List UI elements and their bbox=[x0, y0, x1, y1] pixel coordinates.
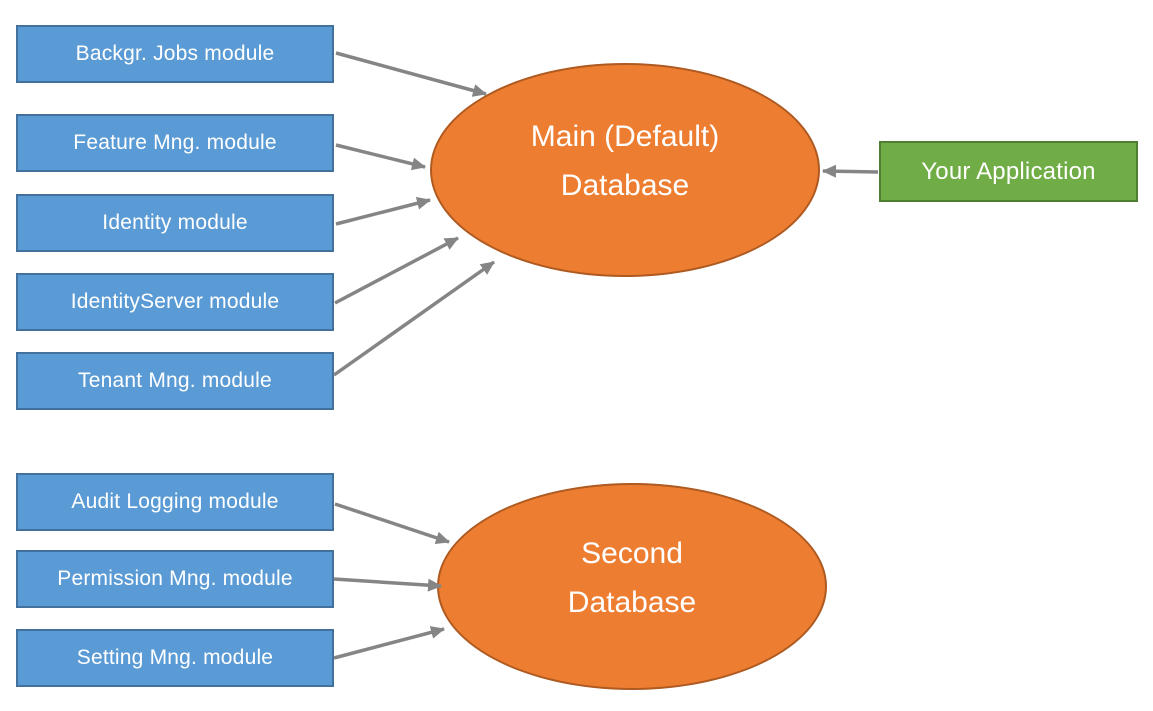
node-identity-module: Identity module bbox=[16, 194, 334, 252]
node-label: Tenant Mng. module bbox=[78, 369, 272, 392]
node-label: Identity module bbox=[102, 211, 248, 234]
database-label-line2: Database bbox=[560, 169, 690, 202]
arrow-feature-mng-to-main-database bbox=[335, 143, 426, 171]
arrow-audit-logging-to-second-database bbox=[334, 502, 450, 545]
node-your-application: Your Application bbox=[879, 141, 1138, 202]
arrow-setting-mng-to-second-database bbox=[333, 626, 445, 660]
node-permission-mng-module: Permission Mng. module bbox=[16, 550, 334, 608]
database-label: Second Database bbox=[568, 529, 696, 627]
node-tenant-mng-module: Tenant Mng. module bbox=[16, 352, 334, 410]
node-label: Audit Logging module bbox=[71, 490, 279, 513]
arrow-backgr-jobs-to-main-database bbox=[335, 51, 487, 97]
node-label: Your Application bbox=[921, 157, 1096, 185]
database-label-line1: Main (Default) bbox=[530, 120, 720, 153]
arrow-identity-to-main-database bbox=[335, 196, 431, 226]
node-label: IdentityServer module bbox=[70, 290, 280, 313]
database-label-line2: Database bbox=[567, 585, 697, 619]
node-backgr-jobs-module: Backgr. Jobs module bbox=[16, 25, 334, 83]
node-label: Feature Mng. module bbox=[73, 131, 277, 154]
arrow-permission-mng-to-second-database bbox=[333, 577, 442, 592]
node-label: Setting Mng. module bbox=[76, 646, 274, 669]
database-label: Main (Default) Database bbox=[531, 112, 719, 210]
arrow-tenant-mng-to-main-database bbox=[332, 260, 496, 377]
arrow-identityserver-to-main-database bbox=[334, 236, 459, 305]
database-label-line1: Second bbox=[581, 536, 683, 570]
node-second-database: Second Database bbox=[437, 483, 827, 690]
node-label: Permission Mng. module bbox=[57, 567, 293, 590]
node-identityserver-module: IdentityServer module bbox=[16, 273, 334, 331]
node-feature-mng-module: Feature Mng. module bbox=[16, 114, 334, 172]
node-main-database: Main (Default) Database bbox=[430, 63, 820, 277]
node-label: Backgr. Jobs module bbox=[75, 42, 275, 65]
arrow-your-application-to-main-database bbox=[822, 164, 879, 178]
node-setting-mng-module: Setting Mng. module bbox=[16, 629, 334, 687]
node-audit-logging-module: Audit Logging module bbox=[16, 473, 334, 531]
